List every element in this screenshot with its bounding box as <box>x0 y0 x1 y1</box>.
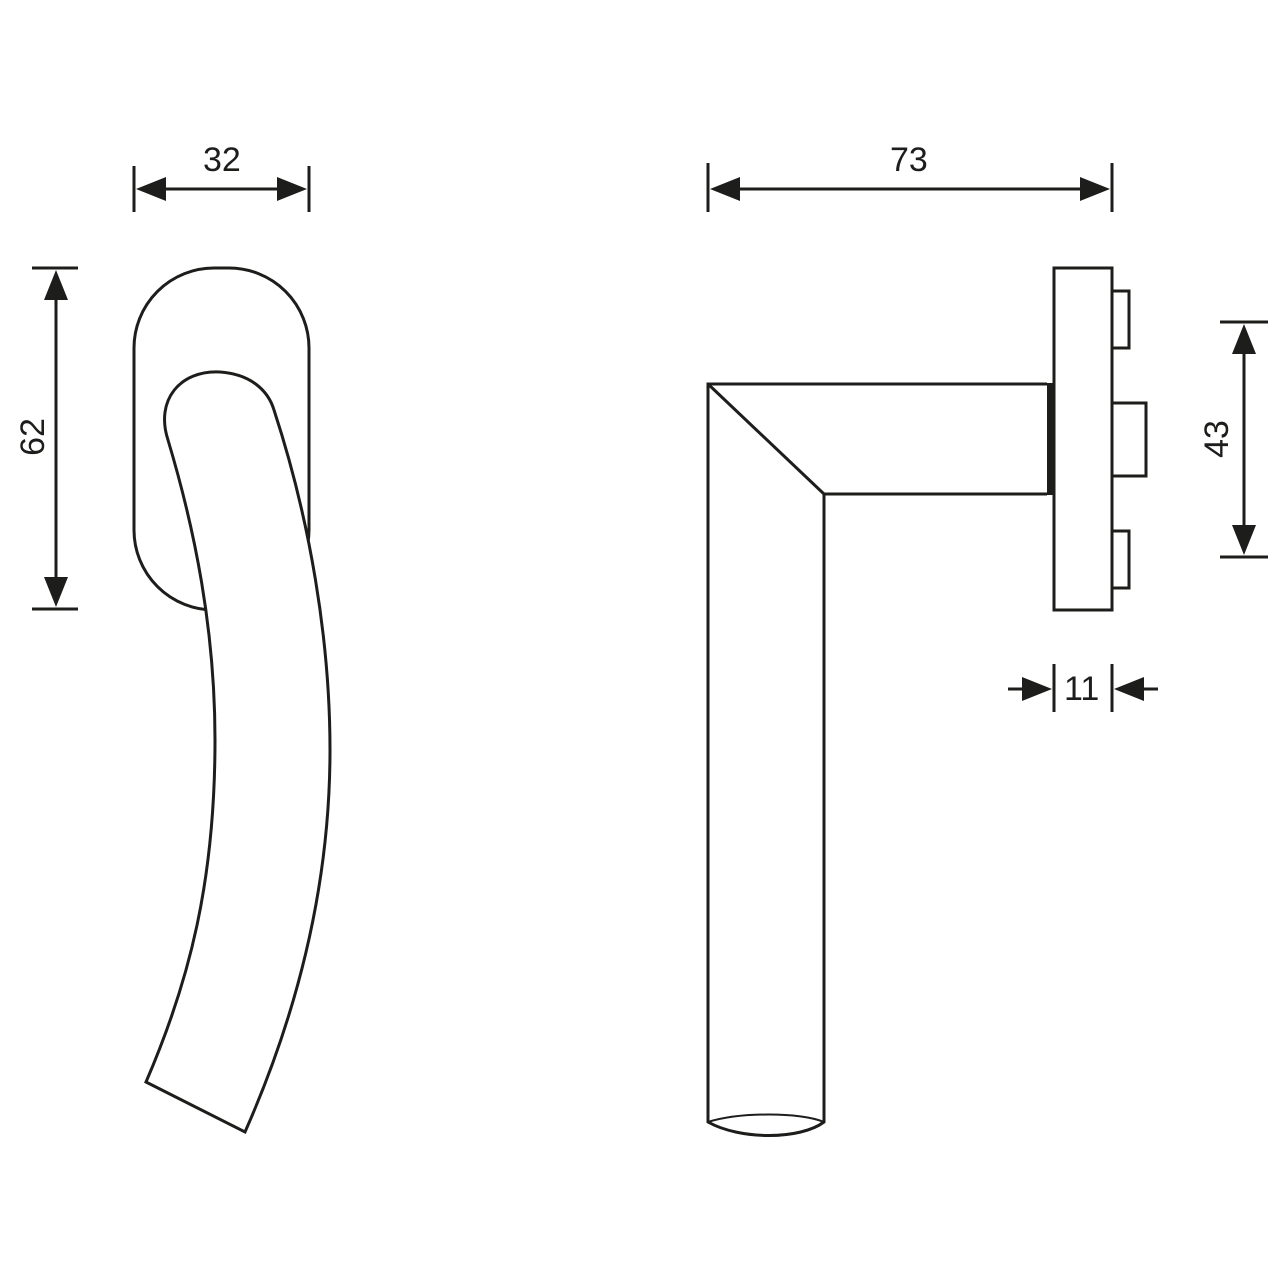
dim-depth-label: 11 <box>1064 670 1100 708</box>
side-pin-top <box>1110 289 1131 350</box>
side-spindle-square <box>1110 401 1148 478</box>
dim-length-label: 73 <box>890 141 928 179</box>
side-spacer <box>1047 383 1054 495</box>
dim-spindle-label: 43 <box>1197 420 1236 458</box>
arrowheads <box>44 177 1256 701</box>
side-lever-miter <box>706 382 826 496</box>
dim-height-label: 62 <box>13 418 52 456</box>
side-pin-bottom <box>1110 529 1131 590</box>
side-rosette <box>1052 266 1114 612</box>
front-lever <box>144 370 332 1135</box>
dim-width-label: 32 <box>203 141 241 179</box>
side-lever <box>706 382 1047 1137</box>
